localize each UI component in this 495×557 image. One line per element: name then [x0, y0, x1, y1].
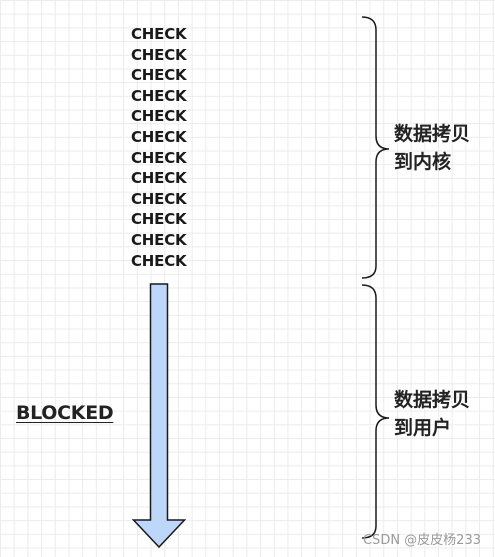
check-item: CHECK: [131, 148, 187, 167]
copy-to-user-line1: 数据拷贝: [394, 389, 471, 411]
check-item: CHECK: [131, 66, 187, 85]
blocked-label: BLOCKED: [16, 402, 114, 424]
copy-to-user-label: 数据拷贝 到用户: [394, 386, 494, 442]
check-item: CHECK: [131, 189, 187, 208]
check-item: CHECK: [131, 251, 187, 270]
check-item: CHECK: [131, 169, 187, 188]
check-item: CHECK: [131, 25, 187, 43]
top-right-brace: [361, 16, 390, 279]
copy-to-user-line2: 到用户: [394, 417, 452, 439]
copy-to-kernel-line1: 数据拷贝: [394, 123, 471, 145]
bottom-right-brace: [361, 284, 390, 539]
check-item: CHECK: [131, 210, 187, 229]
copy-to-kernel-label: 数据拷贝 到内核: [394, 120, 494, 176]
check-item: CHECK: [131, 107, 187, 126]
check-item: CHECK: [131, 45, 187, 64]
csdn-watermark: CSDN @皮皮杨233: [362, 533, 481, 548]
check-item: CHECK: [131, 230, 187, 249]
check-item: CHECK: [131, 86, 187, 105]
check-item: CHECK: [131, 127, 187, 146]
copy-to-kernel-line2: 到内核: [394, 151, 452, 173]
blocked-down-arrow: [131, 283, 187, 549]
